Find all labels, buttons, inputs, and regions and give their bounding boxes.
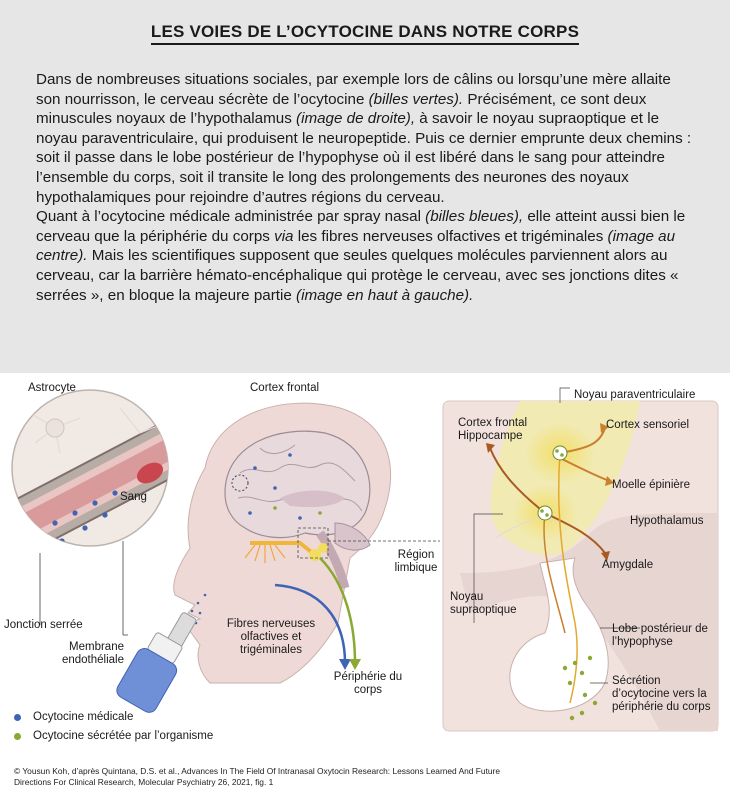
nasal-spray-icon xyxy=(116,612,197,713)
illustration-svg xyxy=(11,387,719,732)
p1-italic-2: (image de droite), xyxy=(296,110,416,128)
text-panel: LES VOIES DE L’OCYTOCINE DANS NOTRE CORP… xyxy=(0,0,730,373)
paragraph-1: Dans de nombreuses situations sociales, … xyxy=(36,70,696,207)
label-astrocyte: Astrocyte xyxy=(28,382,76,394)
legend-medicale-label: Ocytocine médicale xyxy=(33,711,134,723)
paragraph-2: Quant à l’ocytocine médicale administrée… xyxy=(36,207,696,305)
label-jonction-serree: Jonction serrée xyxy=(4,619,83,631)
label-noyau-paraventriculaire: Noyau paraventriculaire xyxy=(574,389,696,401)
label-secretion-ocytocine: Sécrétion d’ocytocine vers la périphérie… xyxy=(612,675,711,713)
label-noyau-supraoptique: Noyau supraoptique xyxy=(450,591,517,616)
label-membrane-endotheliale: Membrane endothéliale xyxy=(61,641,124,666)
p2-text-3: les fibres nerveuses olfactives et trigé… xyxy=(293,227,608,245)
p2-text-1: Quant à l’ocytocine médicale administrée… xyxy=(36,208,426,226)
body-text: Dans de nombreuses situations sociales, … xyxy=(36,70,696,305)
label-cortex-sensoriel: Cortex sensoriel xyxy=(606,419,690,431)
label-lobe-posterieur: Lobe postérieur de l’hypophyse xyxy=(612,623,708,648)
label-amygdale: Amygdale xyxy=(602,559,654,571)
p2-text-4: Mais les scientifiques supposent que seu… xyxy=(36,247,679,304)
credit: © Yousun Koh, d’après Quintana, D.S. et … xyxy=(14,766,500,787)
label-sang: Sang xyxy=(120,491,147,503)
p2-italic-4: (image en haut à gauche). xyxy=(296,286,474,304)
label-fibres-nerveuses: Fibres nerveuses olfactives et trigémina… xyxy=(226,618,316,656)
green-bead-icon xyxy=(14,732,21,740)
illustration: Astrocyte Sang Jonction serrée Membrane … xyxy=(0,373,730,800)
label-cortex-frontal-hippocampe: Cortex frontal Hippocampe xyxy=(458,417,528,442)
label-region-limbique: Région limbique xyxy=(394,549,438,574)
legend-medicale: Ocytocine médicale xyxy=(14,711,133,723)
legend-secretee: Ocytocine sécrétée par l’organisme xyxy=(14,730,213,742)
p1-text-2: Précisément, ce sont deux minuscules noy… xyxy=(36,90,647,128)
label-hypothalamus: Hypothalamus xyxy=(630,515,704,527)
p2-italic-3: (image au centre). xyxy=(36,227,676,265)
legend-secretee-label: Ocytocine sécrétée par l’organisme xyxy=(33,730,214,742)
bbb-inset xyxy=(11,389,169,636)
page-title: LES VOIES DE L’OCYTOCINE DANS NOTRE CORP… xyxy=(0,22,730,45)
blue-bead-icon xyxy=(14,713,21,721)
p1-italic-1: (billes vertes). xyxy=(368,90,464,108)
p2-text-2: elle atteint aussi bien le cerveau que l… xyxy=(36,208,686,245)
p1-text-1: Dans de nombreuses situations sociales, … xyxy=(36,71,671,108)
p1-text-3: à savoir le noyau supraoptique et le noy… xyxy=(36,110,692,206)
title-text: LES VOIES DE L’OCYTOCINE DANS NOTRE CORP… xyxy=(150,22,580,45)
label-peripherie: Périphérie du corps xyxy=(333,671,403,696)
p2-italic-1: (billes bleues), xyxy=(425,208,524,226)
p2-italic-2: via xyxy=(274,227,294,245)
head-brain xyxy=(173,402,440,684)
hypothalamus-inset xyxy=(442,387,719,732)
label-cortex-frontal: Cortex frontal xyxy=(250,382,320,394)
label-moelle-epiniere: Moelle épinière xyxy=(612,479,690,491)
